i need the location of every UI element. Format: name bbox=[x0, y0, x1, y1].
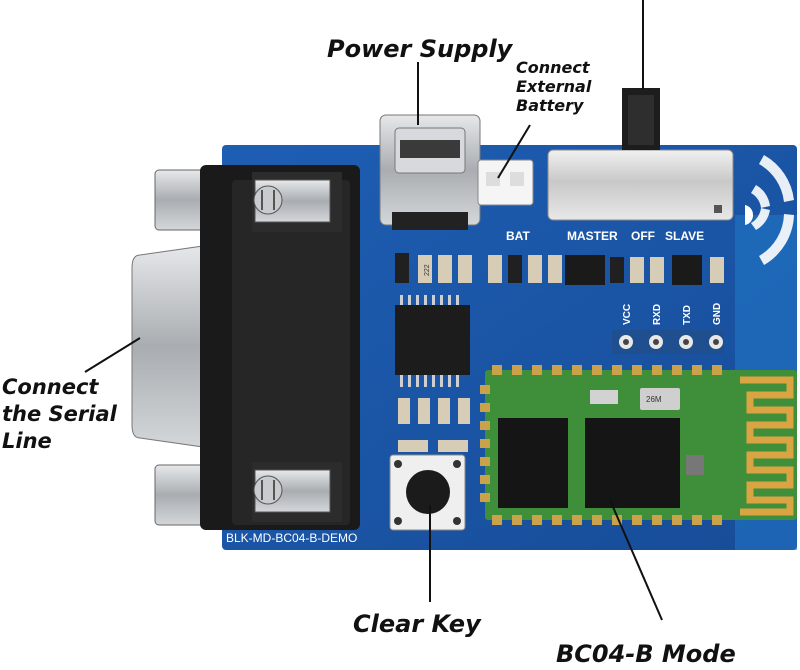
external-battery-label: Connect External Battery bbox=[516, 58, 591, 115]
serial-line-line-3: Line bbox=[2, 429, 52, 453]
resistor-group-lower bbox=[398, 398, 470, 452]
db9-serial-connector bbox=[131, 165, 360, 530]
usb-uart-ic bbox=[395, 295, 470, 387]
pin-label-vcc: VCC bbox=[622, 304, 633, 325]
bc04-mode-label: BC04-B Mode bbox=[556, 640, 736, 668]
external-battery-line-2: External bbox=[516, 77, 592, 96]
battery-connector bbox=[477, 159, 534, 206]
mini-usb-connector bbox=[379, 114, 481, 230]
screw-top-icon bbox=[252, 172, 342, 232]
bc04-b-module bbox=[480, 365, 797, 525]
pin-header bbox=[612, 330, 724, 354]
resistor-code: 222 bbox=[424, 264, 431, 276]
slave-silkscreen: SLAVE bbox=[665, 229, 704, 243]
resistor-array bbox=[395, 253, 724, 285]
antenna-icon bbox=[740, 376, 794, 516]
master-silkscreen: MASTER bbox=[567, 229, 618, 243]
serial-line-label: Connect the Serial Line bbox=[2, 374, 117, 455]
off-silkscreen: OFF bbox=[631, 229, 655, 243]
board-id-silkscreen: BLK-MD-BC04-B-DEMO bbox=[226, 531, 357, 545]
serial-line-line-1: Connect bbox=[2, 375, 99, 399]
wireless-signal-icon bbox=[745, 155, 794, 265]
bat-silkscreen: BAT bbox=[506, 229, 530, 243]
serial-line-line-2: the Serial bbox=[2, 402, 117, 426]
clear-key-button bbox=[389, 454, 466, 531]
crystal-code: 26M bbox=[646, 395, 662, 404]
screw-bottom-icon bbox=[252, 462, 342, 522]
callout-lines bbox=[84, 0, 663, 621]
power-supply-label: Power Supply bbox=[327, 35, 513, 63]
clear-key-label: Clear Key bbox=[353, 610, 481, 638]
external-battery-line-3: Battery bbox=[516, 96, 584, 115]
external-battery-line-1: Connect bbox=[516, 58, 590, 77]
pin-label-gnd: GND bbox=[712, 303, 723, 325]
mode-slide-switch bbox=[547, 88, 734, 221]
pin-label-rxd: RXD bbox=[652, 304, 663, 325]
pin-label-txd: TXD bbox=[682, 305, 693, 325]
